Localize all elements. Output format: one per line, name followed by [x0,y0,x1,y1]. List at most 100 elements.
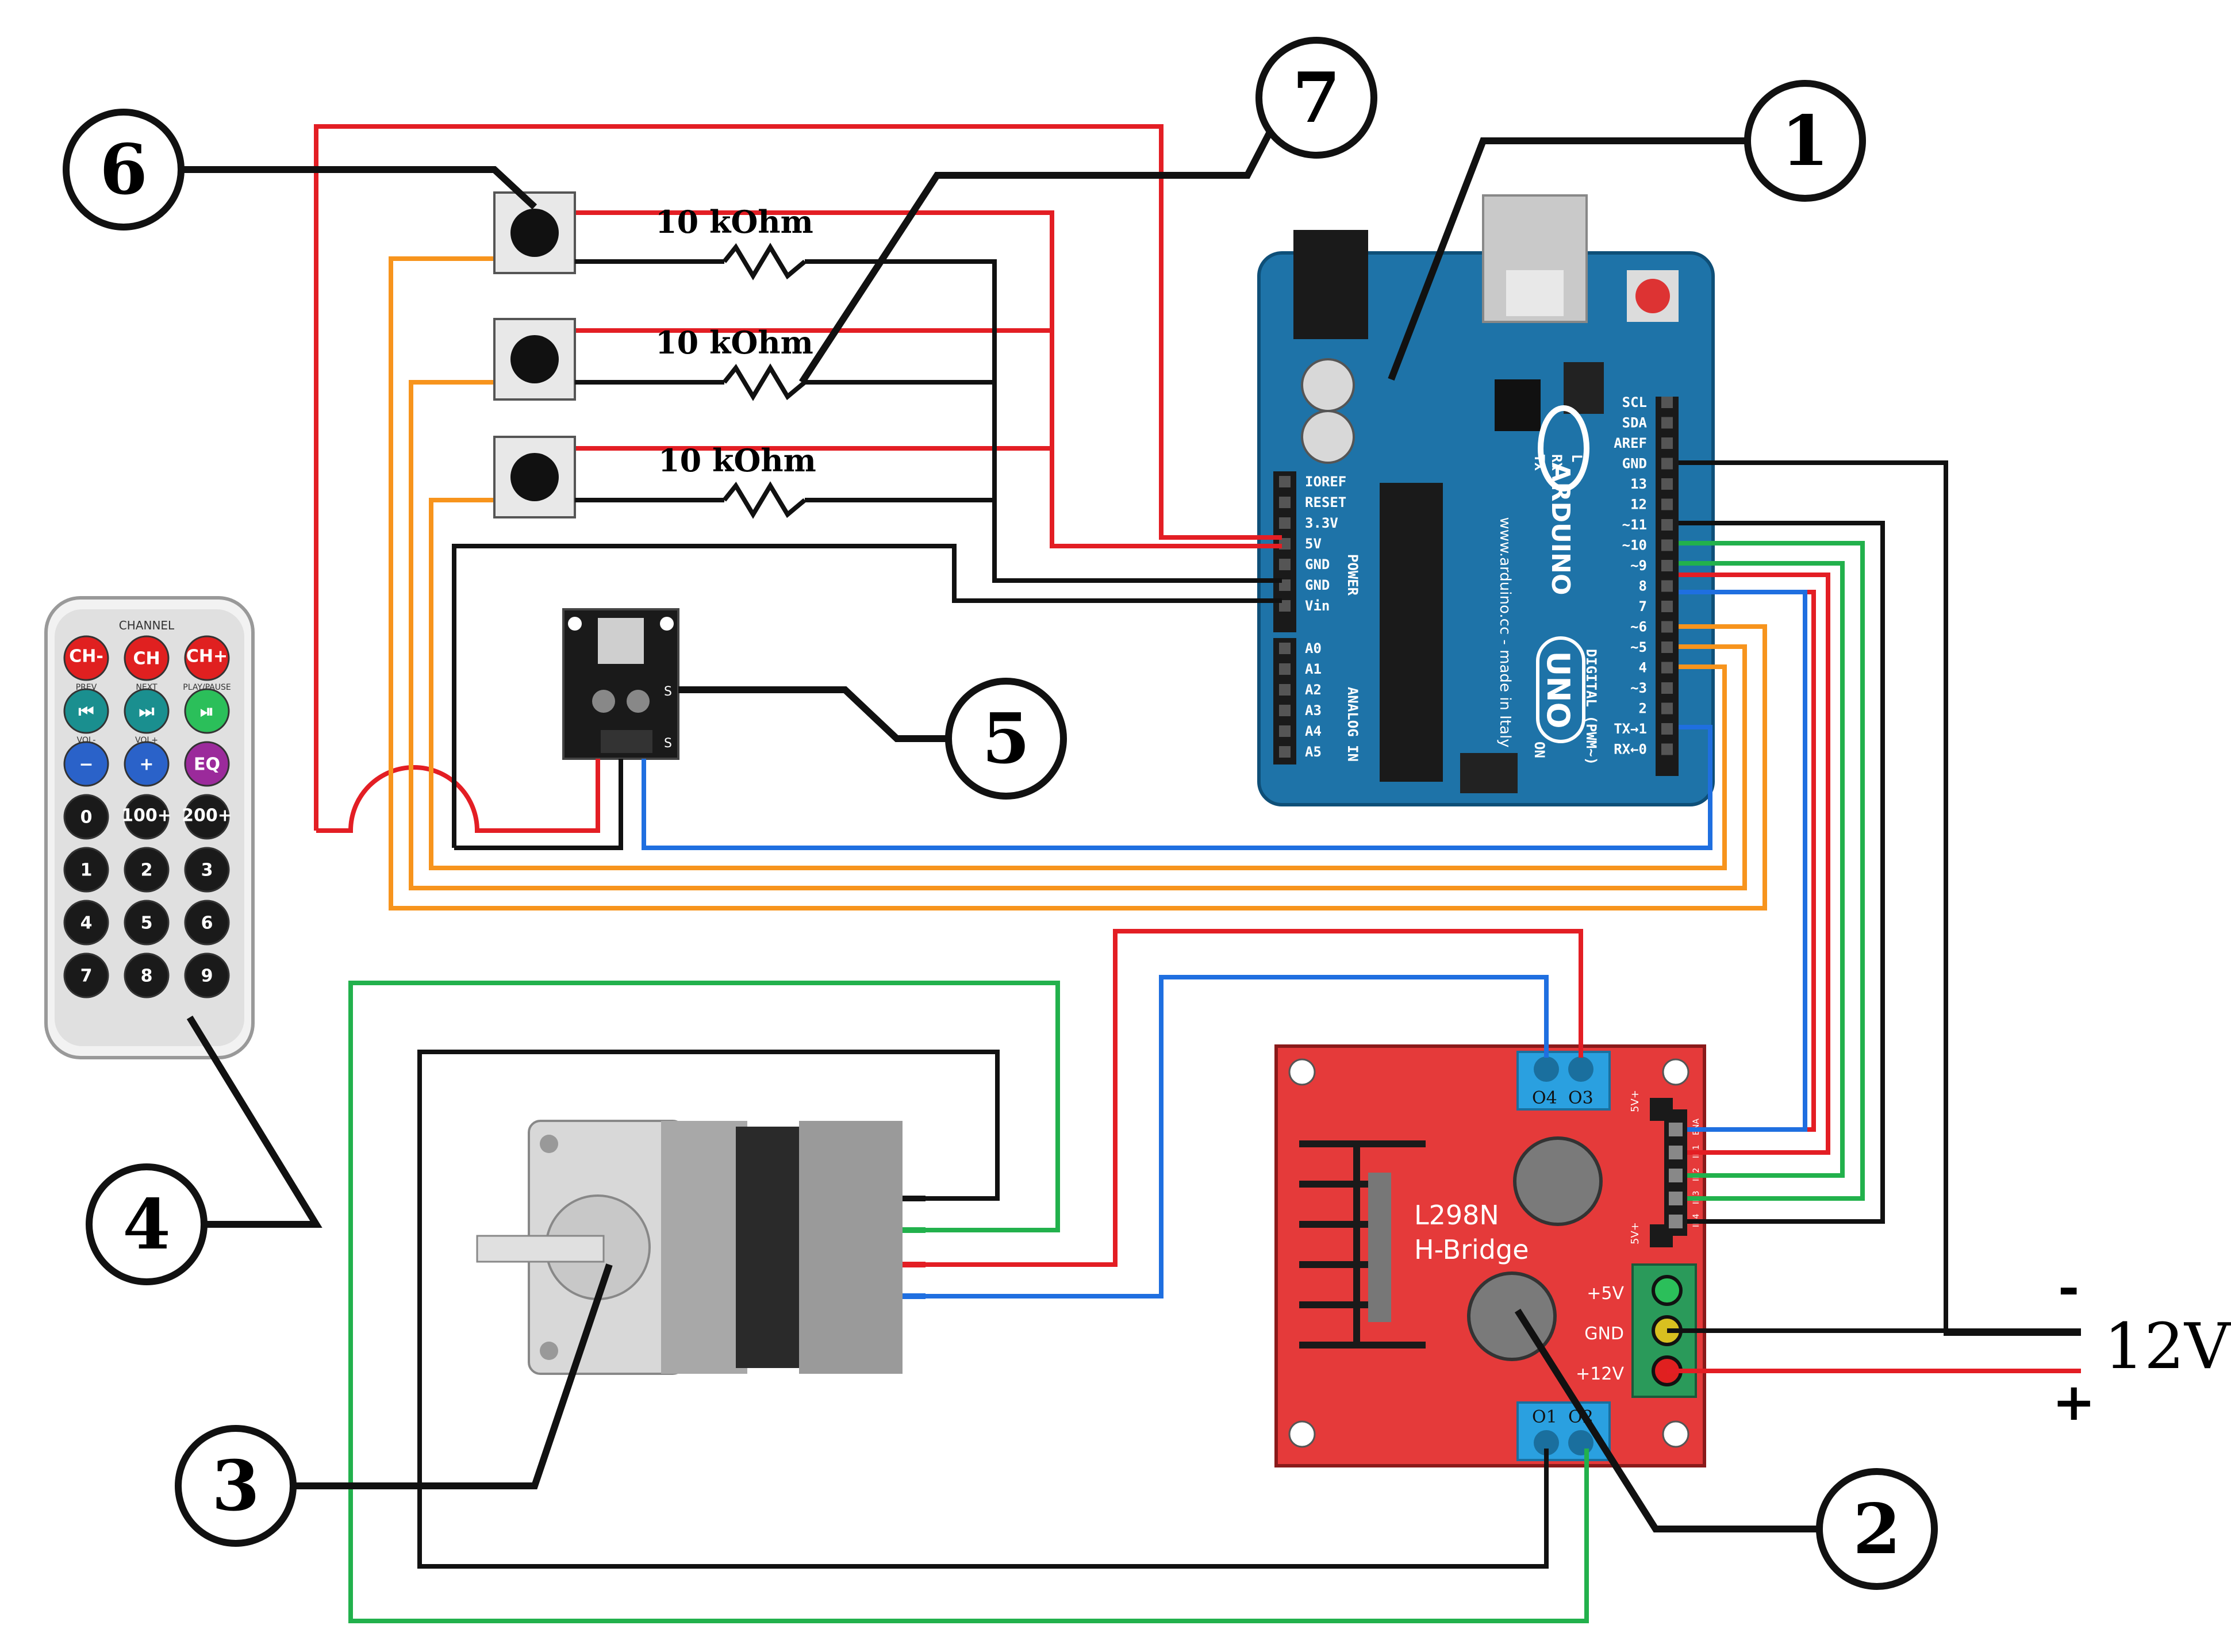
arduino-digital-pin [1661,702,1673,714]
resistor-1 [722,243,807,281]
callouts: 1 7 6 5 4 3 2 [63,37,1938,1590]
arduino-tx-label: TX [1531,454,1548,471]
wires [314,124,2081,1623]
arduino-digital-pin [1661,743,1673,755]
callout-1: 1 [1744,80,1866,202]
remote-button-label: 2 [141,860,153,881]
remote-button[interactable] [124,794,170,840]
remote-button[interactable] [124,741,170,787]
remote-button-label: ⏮ [79,702,94,722]
driver-in-pin [1669,1123,1683,1136]
remote-button[interactable] [63,900,109,946]
resistors [575,243,807,519]
wire-red-button1 [575,210,1282,548]
remote-button[interactable] [124,688,170,734]
ir-receiver-s-label: S [664,685,672,699]
arduino-digital-pin-label: ~5 [1630,639,1647,655]
remote-button-label: − [79,755,93,775]
remote-button[interactable] [63,635,109,681]
remote-button[interactable] [63,794,109,840]
callout-4: 4 [86,1163,208,1285]
driver-5v-label: +5V [1587,1284,1624,1304]
arduino-uno-board: ARDUINO UNO www.arduino.cc - made in Ita… [1257,194,1715,806]
arduino-power-pin-label: Vin [1305,598,1330,614]
arduino-digital-pin-label: 13 [1630,476,1647,492]
remote-button[interactable] [124,635,170,681]
arduino-power-pin-label: 3.3V [1305,515,1338,531]
arduino-digital-pin-label: 7 [1639,598,1647,614]
resistor-3 [722,481,807,519]
arduino-analog-pin [1279,684,1291,696]
wire-black-motor [417,1050,1549,1569]
driver-in-pin [1669,1215,1683,1228]
remote-button-label: 9 [201,966,213,986]
arduino-digital-pin [1661,682,1673,694]
arduino-analog-pin-label: A1 [1305,661,1322,677]
supply-plus: + [2052,1371,2095,1432]
remote-button[interactable] [184,741,230,787]
arduino-analog-pin-label: A0 [1305,640,1322,656]
arduino-digital-pin [1661,539,1673,551]
arduino-digital-pin-label: GND [1622,456,1647,472]
remote-button-label: CH- [69,647,103,667]
wire-black-in4 [1679,521,1885,1224]
remote-button-label: 8 [141,966,153,986]
leader-2 [1514,1308,1822,1532]
remote-button[interactable] [184,794,230,840]
remote-button[interactable] [124,952,170,998]
remote-button-label: ⏯ [200,702,214,722]
remote-button[interactable] [184,952,230,998]
remote-button[interactable] [124,847,170,893]
remote-button[interactable] [184,688,230,734]
wire-black-gnd-supply [1679,460,2081,1336]
callout-2: 2 [1816,1468,1938,1590]
callout-6: 6 [63,109,185,230]
arduino-analog-pin [1279,663,1291,675]
arduino-analog-pin [1279,643,1291,654]
arduino-power-pin [1279,497,1291,508]
remote-button[interactable] [63,688,109,734]
driver-enb-label: 5V+ [1629,1222,1641,1244]
arduino-digital-pin [1661,458,1673,470]
push-button-2 [493,318,576,401]
remote-button[interactable] [63,741,109,787]
arduino-on-label: ON [1531,742,1548,758]
l298n-driver-board: L298N H-Bridge O4 O3 O1 O2 +5V GND +12V … [1274,1044,1706,1467]
arduino-digital-pin [1661,498,1673,510]
driver-subtitle: H-Bridge [1414,1234,1529,1265]
arduino-power-pin [1279,517,1291,529]
arduino-digital-pin [1661,397,1673,408]
remote-button[interactable] [184,847,230,893]
wire-blue-ir-signal [642,725,1712,850]
remote-button[interactable] [184,635,230,681]
remote-button[interactable] [63,952,109,998]
remote-button[interactable] [184,900,230,946]
wire-blue-o4 [926,975,1549,1298]
arduino-analog-pin-label: A2 [1305,682,1322,698]
arduino-digital-pin [1661,621,1673,633]
arduino-digital-pin [1661,478,1673,490]
arduino-power-pin [1279,559,1291,570]
remote-button-label: 1 [80,860,93,881]
leader-5 [678,686,949,742]
arduino-digital-pin [1661,417,1673,429]
callout-3: 3 [175,1425,297,1547]
arduino-digital-pin-label: 4 [1639,660,1647,676]
remote-sub-label: VOL+ [135,736,158,745]
arduino-digital-pin [1661,723,1673,735]
callout-5-number: 5 [982,698,1030,779]
remote-sub-label: NEXT [136,683,158,692]
callout-6-number: 6 [99,129,148,210]
leader-7 [798,96,1291,385]
remote-button[interactable] [63,847,109,893]
arduino-digital-pin-label: TX→1 [1614,721,1647,737]
arduino-digital-pin-label: ~11 [1622,517,1647,533]
arduino-analog-pin [1279,746,1291,758]
driver-o4-label: O4 [1532,1088,1557,1108]
remote-button[interactable] [124,900,170,946]
remote-button-label: ⏭ [139,702,155,722]
remote-button-label: + [139,755,153,775]
